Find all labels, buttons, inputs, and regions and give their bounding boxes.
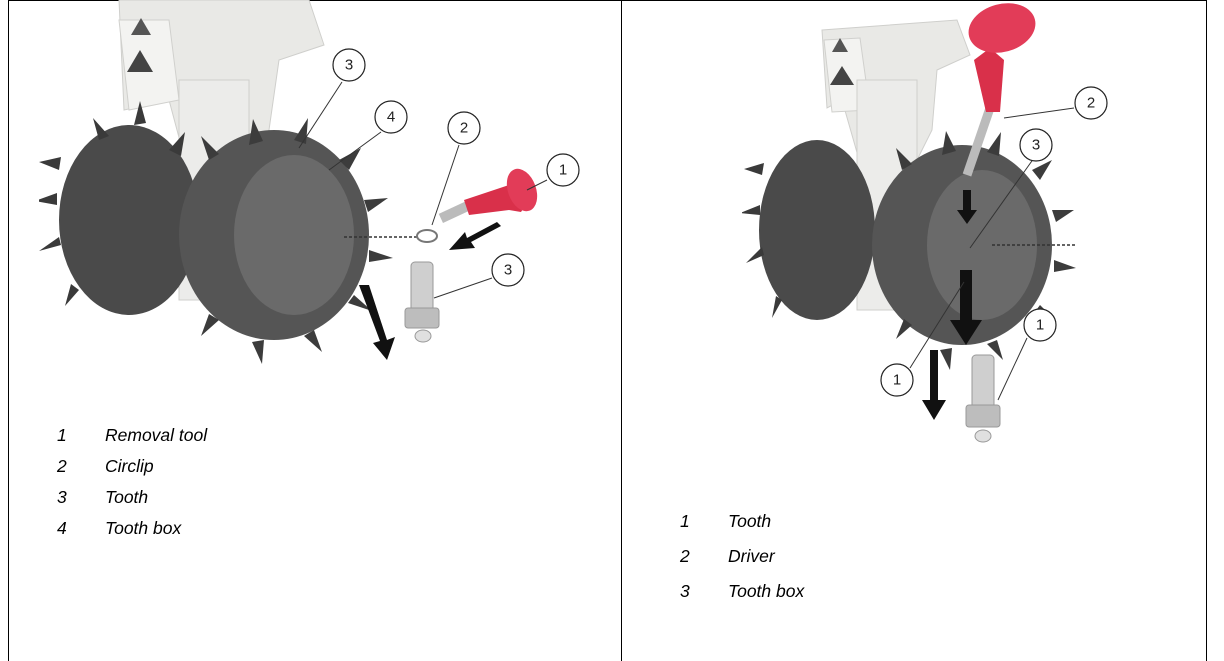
cutter-drum-left [39,101,199,315]
tooth [405,262,439,342]
svg-text:2: 2 [460,120,468,137]
callout-4: 4 [375,101,407,133]
tooth [966,355,1000,442]
svg-text:2: 2 [1087,95,1095,112]
callout-3: 3 [333,49,365,81]
callout-1b: 1 [1024,309,1056,341]
cutter-drum-right [179,118,419,364]
svg-text:1: 1 [893,372,901,389]
svg-text:4: 4 [387,109,395,126]
tooth-insertion-figure: 2 3 1 1 [742,0,1122,460]
callout-1: 1 [547,154,579,186]
removal-tool [439,165,543,223]
arrow-icon [449,222,501,250]
callout-1: 1 [881,364,913,396]
cutter-drum-left [742,140,875,320]
arrow-icon [359,285,395,360]
arrow-icon [922,350,946,420]
svg-text:3: 3 [504,262,512,279]
callout-2: 2 [448,112,480,144]
callout-2: 2 [1075,87,1107,119]
svg-text:1: 1 [559,162,567,179]
circlip [417,230,437,242]
callout-3b: 3 [492,254,524,286]
tooth-removal-figure: 3 4 2 1 3 [39,0,599,370]
svg-text:1: 1 [1036,317,1044,334]
callout-3: 3 [1020,129,1052,161]
svg-text:3: 3 [1032,137,1040,154]
svg-text:3: 3 [345,57,353,74]
